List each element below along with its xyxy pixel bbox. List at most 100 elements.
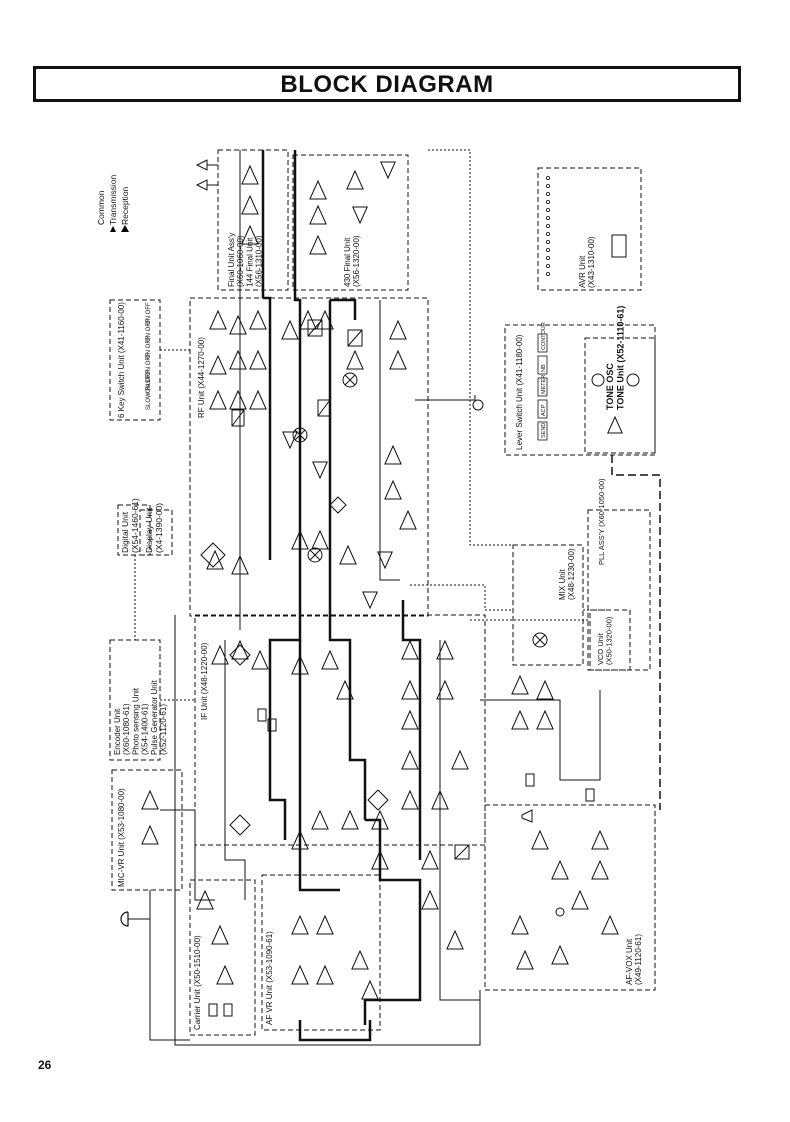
label-line: SLOW FAST bbox=[146, 375, 152, 410]
label-line: Carrier Unit (X50-1510-00) bbox=[193, 935, 202, 1030]
if-unit-box bbox=[194, 614, 486, 846]
carrier-unit-box bbox=[189, 879, 256, 1036]
amp-symbol bbox=[141, 824, 159, 845]
signal-wires bbox=[128, 149, 661, 1046]
rx-wire bbox=[363, 818, 422, 1025]
mixer-rf-a bbox=[342, 372, 358, 388]
amp-symbol bbox=[351, 949, 369, 970]
label-line: Pulse Generator Unit bbox=[150, 680, 159, 755]
tone-buffer-amp bbox=[607, 415, 623, 434]
transistor-symbol bbox=[591, 373, 605, 387]
amp-symbol bbox=[282, 431, 298, 450]
amp-symbol bbox=[421, 889, 439, 910]
crystal-symbol bbox=[525, 773, 535, 787]
key-switch-label: ON OFF bbox=[146, 370, 152, 393]
label-line: NB bbox=[541, 364, 547, 372]
filter-rect bbox=[307, 319, 323, 337]
rx-wire bbox=[328, 560, 367, 820]
diode-ring-rf bbox=[200, 542, 226, 568]
amp-symbol bbox=[601, 914, 619, 935]
amp-symbol bbox=[211, 644, 229, 665]
diode-ring-if-c bbox=[367, 789, 389, 811]
tx-wire bbox=[611, 455, 661, 810]
amp-symbol bbox=[401, 709, 419, 730]
rx-wire bbox=[293, 150, 302, 560]
label-line: Transmission bbox=[108, 175, 118, 225]
label-line: AVR Unit bbox=[578, 255, 587, 288]
diode-ring bbox=[229, 644, 251, 666]
mic-vr-unit-box bbox=[111, 769, 183, 891]
final430-unit-label: 430 Final Unit(X56-1320-00) bbox=[343, 235, 361, 287]
lever-switch-box bbox=[537, 377, 548, 397]
amp-symbol bbox=[516, 949, 534, 970]
label-line: (X56-1310-00) bbox=[255, 235, 264, 287]
legend-transmission: Transmission bbox=[108, 175, 118, 225]
key-switch-label: ON OFF bbox=[146, 353, 152, 376]
label-line: RF Unit (X44-1270-00) bbox=[197, 337, 206, 418]
avr-pin bbox=[546, 247, 551, 252]
amp-symbol bbox=[251, 649, 269, 670]
amp-symbol bbox=[291, 829, 309, 850]
label-line: SEND bbox=[541, 423, 547, 438]
tx-wire bbox=[480, 690, 601, 781]
amp-symbol bbox=[231, 639, 249, 660]
lever-switch-label: ACP bbox=[541, 404, 547, 416]
label-line: MIX Unit bbox=[558, 569, 567, 600]
mixer-cross-b bbox=[309, 549, 321, 561]
label-line: AF VR Unit (X53-1090-61) bbox=[265, 931, 274, 1025]
amp-symbol bbox=[316, 964, 334, 985]
filter-rect bbox=[317, 399, 331, 417]
filter-slash bbox=[454, 844, 470, 860]
avr-pin bbox=[546, 183, 551, 188]
tone-unit-box bbox=[584, 337, 656, 454]
legend-reception-arrow bbox=[121, 225, 129, 232]
vco-unit-label: VCO Unit(X50-1320-00) bbox=[596, 616, 614, 665]
filter-slash bbox=[231, 409, 245, 427]
amp-symbol bbox=[291, 654, 309, 675]
lever-switch-unit-box bbox=[504, 324, 656, 456]
amp-symbol bbox=[446, 929, 464, 950]
speaker-symbol bbox=[521, 809, 533, 823]
diode-ring-if-a bbox=[229, 644, 251, 666]
vco-unit-box bbox=[589, 609, 631, 671]
amp-symbol bbox=[352, 206, 368, 225]
label-line: Photo sensing Unit bbox=[131, 687, 140, 755]
amp-symbol bbox=[389, 349, 407, 370]
amp-symbol bbox=[312, 461, 328, 480]
af-vr-unit-label: AF VR Unit (X53-1090-61) bbox=[265, 931, 274, 1025]
lever-switch-box bbox=[537, 421, 548, 441]
crystal-symbol bbox=[223, 1003, 233, 1017]
lever-switch-label: CONTOUR bbox=[541, 322, 547, 350]
mic-vr-unit-label: MIC-VR Unit (X53-1080-00) bbox=[117, 788, 126, 887]
avr-unit-label: AVR Unit(X43-1310-00) bbox=[578, 236, 596, 288]
avr-unit-box bbox=[537, 167, 642, 291]
amp-symbol bbox=[209, 389, 227, 410]
common-wire bbox=[410, 584, 513, 611]
avr-pin bbox=[546, 271, 551, 276]
amp-symbol bbox=[341, 809, 359, 830]
amp-symbol bbox=[591, 859, 609, 880]
amp-symbol bbox=[551, 944, 569, 965]
rx-wire bbox=[263, 296, 272, 560]
antenna-symbol bbox=[195, 179, 208, 191]
amp-symbol bbox=[311, 529, 329, 550]
label-line: (X60-1060-00) bbox=[236, 235, 245, 287]
amp-symbol bbox=[241, 224, 259, 245]
power-block bbox=[611, 234, 627, 258]
amp-symbol bbox=[249, 349, 267, 370]
pll-assy-label: PLL ASS'Y (X60-1050-00) bbox=[597, 478, 606, 565]
filter-slash bbox=[347, 329, 363, 347]
amp-symbol bbox=[384, 479, 402, 500]
filter-rf-c bbox=[231, 409, 245, 427]
amp-symbol bbox=[339, 544, 357, 565]
amp-symbol bbox=[536, 709, 554, 730]
label-line: TONE OSC bbox=[605, 363, 615, 410]
amp-symbol bbox=[291, 964, 309, 985]
mixer-rf-b bbox=[292, 427, 308, 443]
label-line: (X60-1080-61) bbox=[122, 703, 131, 755]
jack-symbol bbox=[555, 907, 565, 917]
amp-symbol bbox=[309, 234, 327, 255]
af-vox-unit-box bbox=[484, 804, 656, 991]
label-line: VCO Unit bbox=[596, 632, 605, 665]
common-wire bbox=[428, 149, 513, 546]
